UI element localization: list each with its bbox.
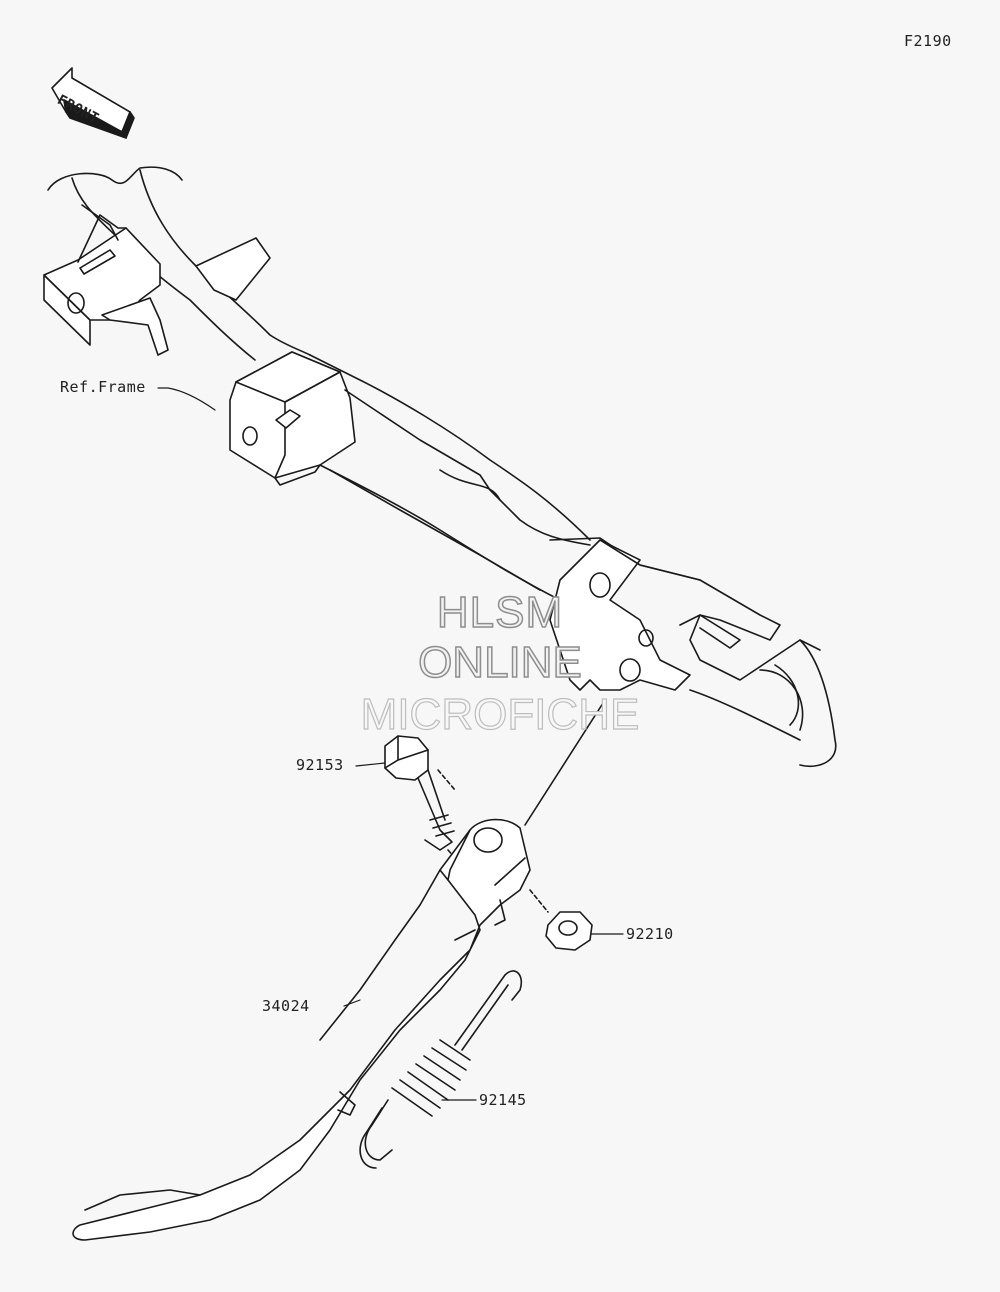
watermark-line3: MICROFICHE [360,689,640,739]
bolt-92153 [384,735,479,886]
watermark-line2: ONLINE [417,637,582,688]
diagram-code: F2190 [904,32,952,50]
frame-outline [43,166,837,767]
part-label-92145: 92145 [479,1091,527,1109]
assembly-line [524,699,606,826]
part-label-92153: 92153 [296,756,344,774]
watermark-line1: HLSM [436,587,564,638]
spring-92145 [359,970,523,1169]
part-label-34024: 34024 [262,997,310,1015]
leader-lines [157,387,624,1101]
ref-frame-label: Ref.Frame [60,378,146,396]
nut-92210 [529,889,593,951]
side-stand-34024 [72,818,531,1241]
part-label-92210: 92210 [626,925,674,943]
front-arrow-icon [51,67,135,139]
